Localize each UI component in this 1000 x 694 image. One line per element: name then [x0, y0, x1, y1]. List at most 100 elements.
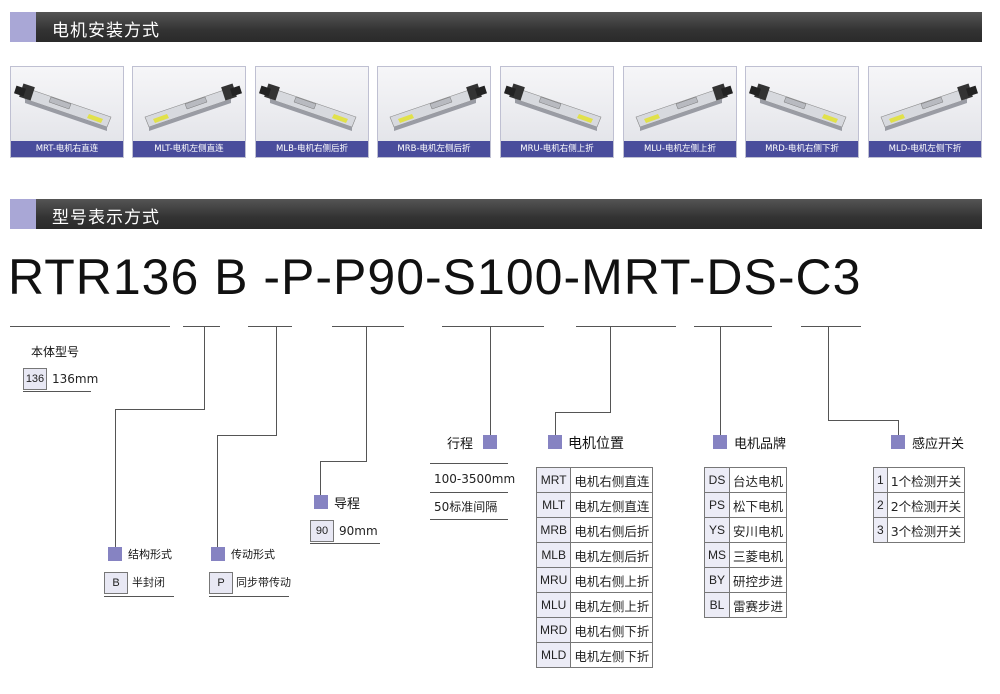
lead-code: 90 — [310, 520, 334, 542]
stroke-note: 50标准间隔 — [434, 500, 498, 514]
bullet-square — [713, 435, 727, 449]
thumbnail-caption: MRD-电机右侧下折 — [746, 141, 858, 157]
divider — [310, 543, 380, 544]
thumbnail-caption: MRB-电机左侧后折 — [378, 141, 490, 157]
connector — [898, 420, 899, 436]
connector — [490, 327, 491, 437]
motor-position-code: MLD — [535, 642, 572, 668]
thumbnail-caption: MLD-电机左侧下折 — [869, 141, 981, 157]
thumbnail-card: MLB-电机右侧后折 — [255, 66, 369, 158]
motor-brand-value: 三菱电机 — [728, 542, 788, 568]
module-image — [256, 67, 368, 141]
motor-position-code: MLT — [535, 492, 572, 518]
connector — [217, 435, 218, 549]
bullet-square — [108, 547, 122, 561]
thumbnail-card: MLT-电机左侧直连 — [132, 66, 246, 158]
segment-underline — [442, 326, 544, 327]
lead-label: 导程 — [334, 497, 361, 512]
motor-position-label: 电机位置 — [568, 436, 624, 452]
body-model-label: 本体型号 — [31, 345, 80, 359]
motor-brand-code: BY — [704, 567, 730, 593]
motor-position-code: MRD — [535, 617, 572, 643]
motor-position-value: 电机右侧直连 — [570, 467, 654, 493]
connector — [320, 461, 367, 462]
module-image — [501, 67, 613, 141]
connector — [720, 327, 721, 436]
connector — [555, 412, 611, 413]
module-image — [133, 67, 245, 141]
bullet-square — [211, 547, 225, 561]
connector — [217, 435, 277, 436]
motor-brand-code: DS — [704, 467, 730, 493]
segment-underline — [183, 326, 220, 327]
connector — [115, 409, 116, 549]
transmission-code: P — [209, 572, 233, 594]
section-title: 电机安装方式 — [52, 21, 160, 41]
motor-brand-value: 松下电机 — [728, 492, 788, 518]
structure-value: 半封闭 — [132, 576, 165, 589]
motor-position-value: 电机左侧后折 — [570, 542, 654, 568]
bullet-square — [483, 435, 497, 449]
stroke-range: 100-3500mm — [434, 472, 516, 486]
divider — [104, 596, 174, 597]
connector — [828, 420, 898, 421]
motor-brand-value: 雷赛步进 — [728, 592, 788, 618]
segment-underline — [801, 326, 861, 327]
transmission-label: 传动形式 — [231, 548, 275, 561]
thumbnail-card: MRB-电机左侧后折 — [377, 66, 491, 158]
connector — [555, 412, 556, 436]
divider — [430, 463, 508, 464]
thumbnail-caption: MLT-电机左侧直连 — [133, 141, 245, 157]
thumbnail-card: MRU-电机右侧上折 — [500, 66, 614, 158]
motor-position-code: MLU — [535, 592, 572, 618]
connector — [320, 461, 321, 496]
segment-underline — [248, 326, 292, 327]
divider — [430, 519, 508, 520]
segment-underline — [10, 326, 170, 327]
segment-underline — [694, 326, 772, 327]
motor-brand-code: MS — [704, 542, 730, 568]
module-image — [869, 67, 981, 141]
transmission-value: 同步带传动 — [236, 576, 291, 589]
body-model-code: 136 — [23, 368, 47, 390]
thumbnail-caption: MLB-电机右侧后折 — [256, 141, 368, 157]
motor-position-code: MRT — [535, 467, 572, 493]
motor-position-value: 电机右侧下折 — [570, 617, 654, 643]
motor-brand-value: 安川电机 — [728, 517, 788, 543]
thumbnail-caption: MLU-电机左侧上折 — [624, 141, 736, 157]
sensor-switch-value: 1个检测开关 — [886, 467, 966, 493]
segment-underline — [332, 326, 404, 327]
thumbnail-caption: MRU-电机右侧上折 — [501, 141, 613, 157]
model-code: RTR136 B -P-P90-S100-MRT-DS-C3 — [8, 249, 862, 305]
motor-position-value: 电机左侧直连 — [570, 492, 654, 518]
section-title: 型号表示方式 — [52, 208, 160, 228]
motor-brand-value: 研控步进 — [728, 567, 788, 593]
connector — [276, 327, 277, 435]
bullet-square — [314, 495, 328, 509]
motor-brand-value: 台达电机 — [728, 467, 788, 493]
stroke-label: 行程 — [447, 437, 474, 452]
structure-label: 结构形式 — [128, 548, 172, 561]
sensor-switch-code: 1 — [873, 467, 888, 493]
connector — [366, 327, 367, 461]
module-image — [378, 67, 490, 141]
lead-value: 90mm — [339, 524, 378, 538]
thumbnail-card: MLD-电机左侧下折 — [868, 66, 982, 158]
motor-brand-label: 电机品牌 — [734, 437, 787, 452]
